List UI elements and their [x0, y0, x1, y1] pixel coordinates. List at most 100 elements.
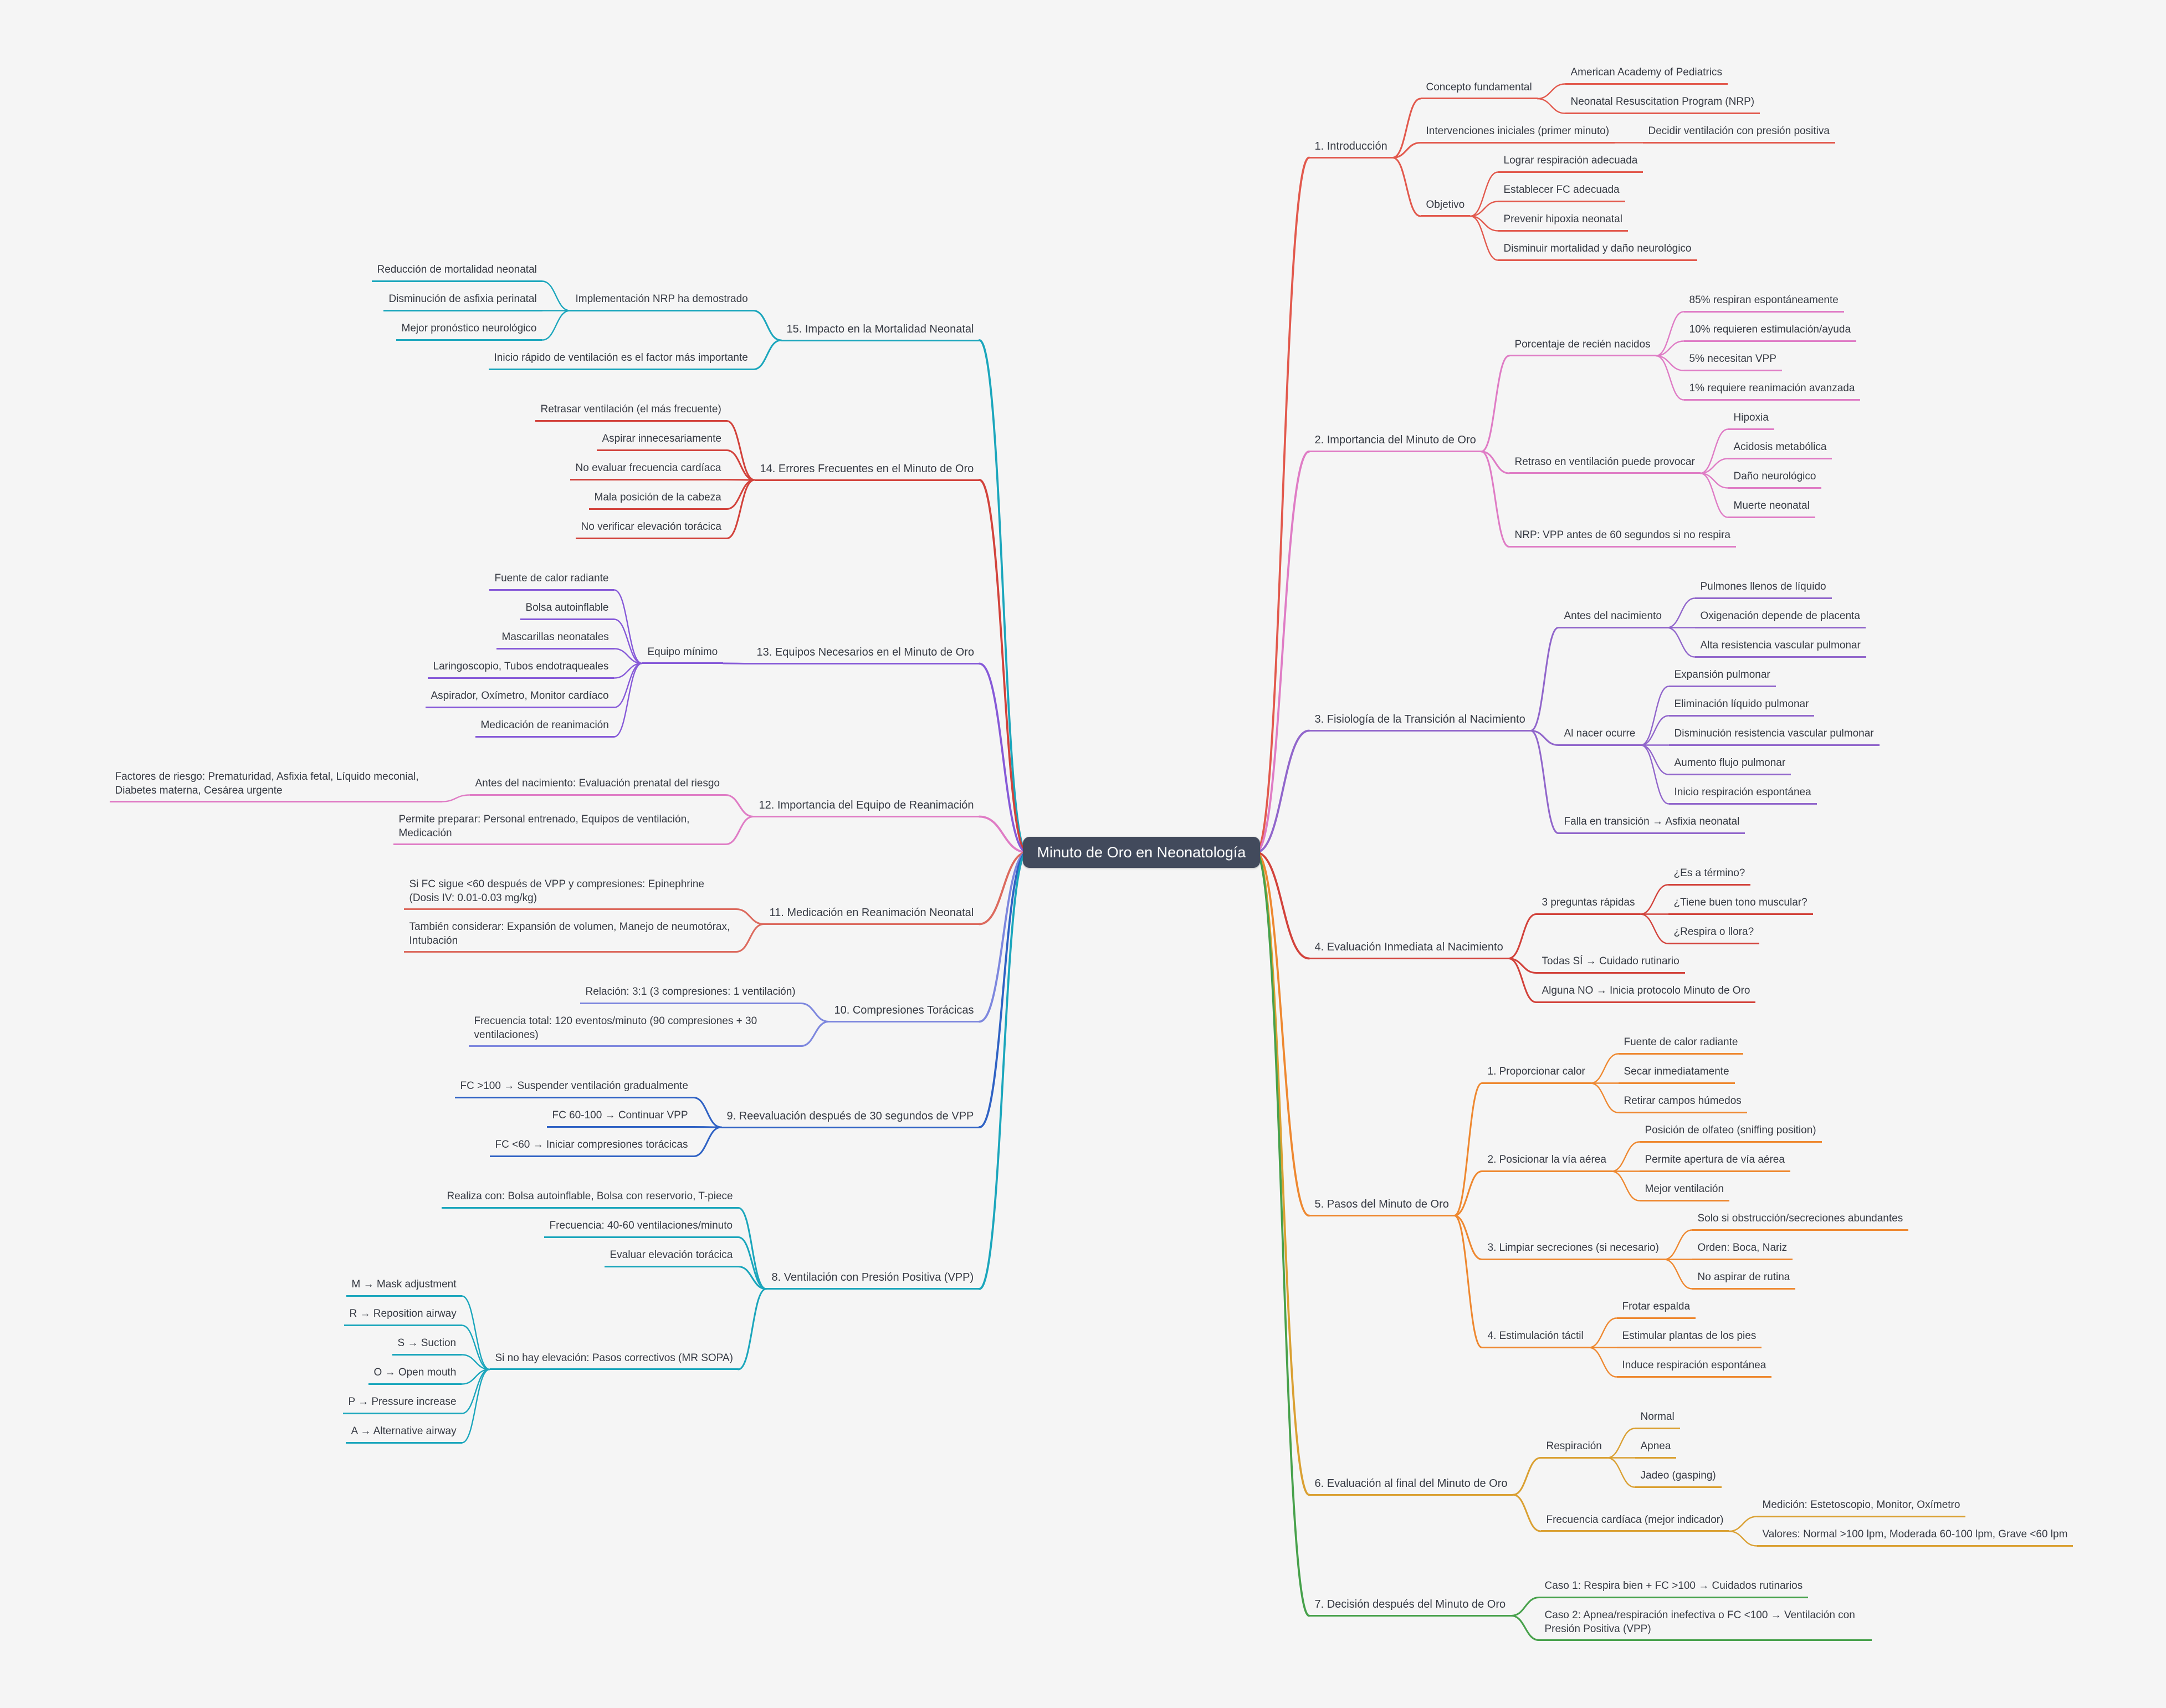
mindmap-node[interactable]: Pulmones llenos de líquido [1694, 578, 1832, 599]
mindmap-node[interactable]: 2. Posicionar la vía aérea [1482, 1151, 1612, 1172]
mindmap-branch-topic[interactable]: 1. Introducción [1309, 137, 1393, 158]
mindmap-node[interactable]: Medicación de reanimación [475, 717, 615, 738]
mindmap-branch-topic[interactable]: 8. Ventilación con Presión Positiva (VPP… [766, 1268, 980, 1290]
mindmap-node[interactable]: Mejor pronóstico neurológico [396, 320, 542, 341]
mindmap-node[interactable]: Respiración [1540, 1438, 1607, 1459]
mindmap-node[interactable]: Frotar espalda [1616, 1298, 1696, 1319]
mindmap-node[interactable]: Aspirar innecesariamente [596, 430, 727, 451]
mindmap-node[interactable]: Si no hay elevación: Pasos correctivos (… [489, 1349, 739, 1371]
mindmap-node[interactable]: Medición: Estetoscopio, Monitor, Oxímetr… [1757, 1496, 1966, 1517]
mindmap-node[interactable]: Posición de olfateo (sniffing position) [1639, 1122, 1822, 1143]
mindmap-node[interactable]: También considerar: Expansión de volumen… [403, 918, 736, 953]
mindmap-node[interactable]: O → Open mouth [368, 1364, 462, 1385]
mindmap-node[interactable]: Objetivo [1420, 196, 1471, 217]
mindmap-branch-topic[interactable]: 6. Evaluación al final del Minuto de Oro [1309, 1474, 1513, 1496]
mindmap-node[interactable]: Antes del nacimiento [1558, 607, 1667, 628]
mindmap-node[interactable]: American Academy of Pediatrics [1565, 64, 1728, 85]
mindmap-node[interactable]: FC 60-100 → Continuar VPP [546, 1107, 694, 1128]
mindmap-node[interactable]: Falla en transición → Asfixia neonatal [1558, 813, 1745, 834]
mindmap-node[interactable]: Concepto fundamental [1420, 79, 1538, 100]
mindmap-node[interactable]: Alguna NO → Inicia protocolo Minuto de O… [1536, 982, 1756, 1003]
mindmap-node[interactable]: Reducción de mortalidad neonatal [371, 261, 542, 282]
mindmap-node[interactable]: Lograr respiración adecuada [1498, 152, 1643, 173]
mindmap-node[interactable]: Fuente de calor radiante [1618, 1034, 1744, 1055]
mindmap-node[interactable]: R → Reposition airway [344, 1305, 462, 1326]
mindmap-branch-topic[interactable]: 13. Equipos Necesarios en el Minuto de O… [751, 643, 980, 664]
mindmap-node[interactable]: Expansión pulmonar [1668, 666, 1776, 687]
mindmap-node[interactable]: Neonatal Resuscitation Program (NRP) [1565, 93, 1760, 114]
mindmap-node[interactable]: Disminuir mortalidad y daño neurológico [1498, 240, 1697, 261]
mindmap-node[interactable]: 1% requiere reanimación avanzada [1683, 380, 1861, 401]
mindmap-node[interactable]: Retrasar ventilación (el más frecuente) [535, 401, 727, 422]
mindmap-node[interactable]: Antes del nacimiento: Evaluación prenata… [469, 775, 725, 796]
mindmap-node[interactable]: Daño neurológico [1728, 468, 1822, 489]
mindmap-node[interactable]: Hipoxia [1728, 409, 1774, 430]
mindmap-node[interactable]: Si FC sigue <60 después de VPP y compres… [403, 876, 736, 911]
mindmap-node[interactable]: Relación: 3:1 (3 compresiones: 1 ventila… [580, 983, 801, 1004]
mindmap-node[interactable]: Valores: Normal >100 lpm, Moderada 60-10… [1757, 1526, 2073, 1547]
mindmap-node[interactable]: Eliminación líquido pulmonar [1668, 696, 1815, 717]
mindmap-branch-topic[interactable]: 5. Pasos del Minuto de Oro [1309, 1195, 1455, 1216]
mindmap-node[interactable]: Factores de riesgo: Prematuridad, Asfixi… [109, 768, 442, 803]
mindmap-node[interactable]: ¿Respira o llora? [1668, 923, 1760, 944]
mindmap-branch-topic[interactable]: 14. Errores Frecuentes en el Minuto de O… [754, 459, 980, 481]
mindmap-branch-topic[interactable]: 4. Evaluación Inmediata al Nacimiento [1309, 938, 1509, 959]
mindmap-node[interactable]: Establecer FC adecuada [1498, 181, 1625, 202]
mindmap-node[interactable]: Jadeo (gasping) [1635, 1467, 1722, 1488]
mindmap-node[interactable]: Retirar campos húmedos [1618, 1092, 1747, 1113]
mindmap-node[interactable]: Mejor ventilación [1639, 1180, 1730, 1201]
mindmap-node[interactable]: Alta resistencia vascular pulmonar [1694, 637, 1866, 658]
mindmap-node[interactable]: Secar inmediatamente [1618, 1063, 1735, 1084]
mindmap-node[interactable]: ¿Tiene buen tono muscular? [1668, 894, 1813, 915]
mindmap-node[interactable]: Permite preparar: Personal entrenado, Eq… [393, 811, 726, 846]
mindmap-root-topic[interactable]: Minuto de Oro en Neonatología [1022, 837, 1261, 868]
mindmap-node[interactable]: Decidir ventilación con presión positiva [1642, 122, 1835, 144]
mindmap-node[interactable]: Evaluar elevación torácica [604, 1246, 739, 1267]
mindmap-node[interactable]: Orden: Boca, Nariz [1692, 1239, 1793, 1260]
mindmap-node[interactable]: Aumento flujo pulmonar [1668, 754, 1791, 775]
mindmap-node[interactable]: Inicio respiración espontánea [1668, 784, 1817, 805]
mindmap-node[interactable]: Apnea [1635, 1438, 1677, 1459]
mindmap-branch-topic[interactable]: 7. Decisión después del Minuto de Oro [1309, 1595, 1512, 1617]
mindmap-node[interactable]: NRP: VPP antes de 60 segundos si no resp… [1509, 526, 1736, 548]
mindmap-branch-topic[interactable]: 2. Importancia del Minuto de Oro [1309, 431, 1482, 453]
mindmap-node[interactable]: Oxigenación depende de placenta [1694, 607, 1866, 628]
mindmap-node[interactable]: 10% requieren estimulación/ayuda [1683, 321, 1857, 342]
mindmap-node[interactable]: No aspirar de rutina [1692, 1269, 1796, 1290]
mindmap-branch-topic[interactable]: 10. Compresiones Torácicas [828, 1001, 980, 1022]
mindmap-node[interactable]: ¿Es a término? [1668, 865, 1751, 886]
mindmap-node[interactable]: No evaluar frecuencia cardíaca [570, 459, 727, 480]
mindmap-branch-topic[interactable]: 15. Impacto en la Mortalidad Neonatal [781, 320, 980, 341]
mindmap-node[interactable]: Al nacer ocurre [1558, 725, 1641, 746]
mindmap-node[interactable]: Normal [1635, 1408, 1680, 1429]
mindmap-branch-topic[interactable]: 12. Importancia del Equipo de Reanimació… [753, 796, 980, 817]
mindmap-node[interactable]: 5% necesitan VPP [1683, 350, 1782, 371]
mindmap-node[interactable]: 1. Proporcionar calor [1482, 1063, 1591, 1084]
mindmap-node[interactable]: Disminución de asfixia perinatal [383, 290, 542, 311]
mindmap-branch-topic[interactable]: 11. Medicación en Reanimación Neonatal [764, 903, 980, 925]
mindmap-node[interactable]: Mala posición de la cabeza [588, 489, 727, 510]
mindmap-node[interactable]: Permite apertura de vía aérea [1639, 1151, 1790, 1172]
mindmap-node[interactable]: No verificar elevación torácica [575, 518, 727, 539]
mindmap-node[interactable]: Solo si obstrucción/secreciones abundant… [1692, 1210, 1909, 1231]
mindmap-node[interactable]: Mascarillas neonatales [496, 628, 615, 650]
mindmap-node[interactable]: 3 preguntas rápidas [1536, 894, 1641, 915]
mindmap-node[interactable]: M → Mask adjustment [346, 1276, 462, 1297]
mindmap-node[interactable]: Retraso en ventilación puede provocar [1509, 453, 1701, 474]
mindmap-branch-topic[interactable]: 9. Reevaluación después de 30 segundos d… [721, 1107, 980, 1128]
mindmap-node[interactable]: Equipo mínimo [642, 643, 724, 664]
mindmap-node[interactable]: Aspirador, Oxímetro, Monitor cardíaco [425, 687, 615, 708]
mindmap-node[interactable]: FC >100 → Suspender ventilación gradualm… [454, 1077, 694, 1098]
mindmap-node[interactable]: FC <60 → Iniciar compresiones torácicas [489, 1136, 694, 1157]
mindmap-node[interactable]: Implementación NRP ha demostrado [570, 290, 754, 311]
mindmap-node[interactable]: Induce respiración espontánea [1616, 1357, 1772, 1378]
mindmap-node[interactable]: P → Pressure increase [342, 1393, 462, 1414]
mindmap-node[interactable]: S → Suction [392, 1334, 462, 1356]
mindmap-branch-topic[interactable]: 3. Fisiología de la Transición al Nacimi… [1309, 710, 1531, 732]
mindmap-node[interactable]: Frecuencia total: 120 eventos/minuto (90… [468, 1012, 801, 1047]
mindmap-node[interactable]: Frecuencia cardíaca (mejor indicador) [1540, 1511, 1729, 1532]
mindmap-node[interactable]: Fuente de calor radiante [489, 570, 615, 591]
mindmap-node[interactable]: Frecuencia: 40-60 ventilaciones/minuto [544, 1217, 739, 1238]
mindmap-node[interactable]: 3. Limpiar secreciones (si necesario) [1482, 1239, 1665, 1260]
mindmap-node[interactable]: 4. Estimulación táctil [1482, 1327, 1589, 1348]
